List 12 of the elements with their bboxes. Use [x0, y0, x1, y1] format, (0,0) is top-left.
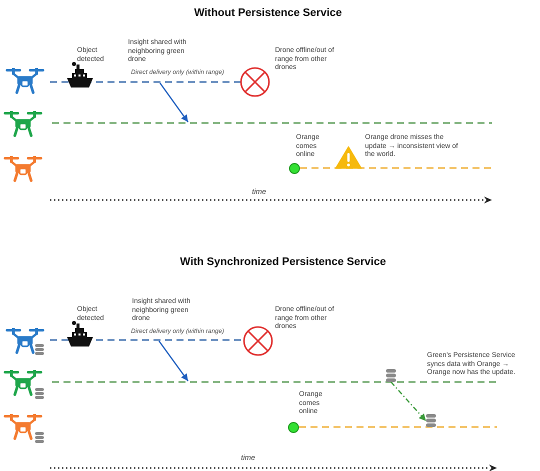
timeline	[50, 81, 242, 83]
timeline	[52, 122, 492, 124]
timeline	[52, 381, 497, 383]
timeline	[300, 167, 492, 169]
timeline	[299, 426, 497, 428]
section-heading: With Synchronized Persistence Service	[180, 256, 386, 269]
arrow	[158, 340, 189, 382]
database-icon	[386, 369, 396, 382]
timeline	[50, 339, 243, 341]
database-icon	[426, 414, 436, 427]
section-heading: Without Persistence Service	[194, 7, 342, 20]
arrow	[159, 82, 189, 122]
